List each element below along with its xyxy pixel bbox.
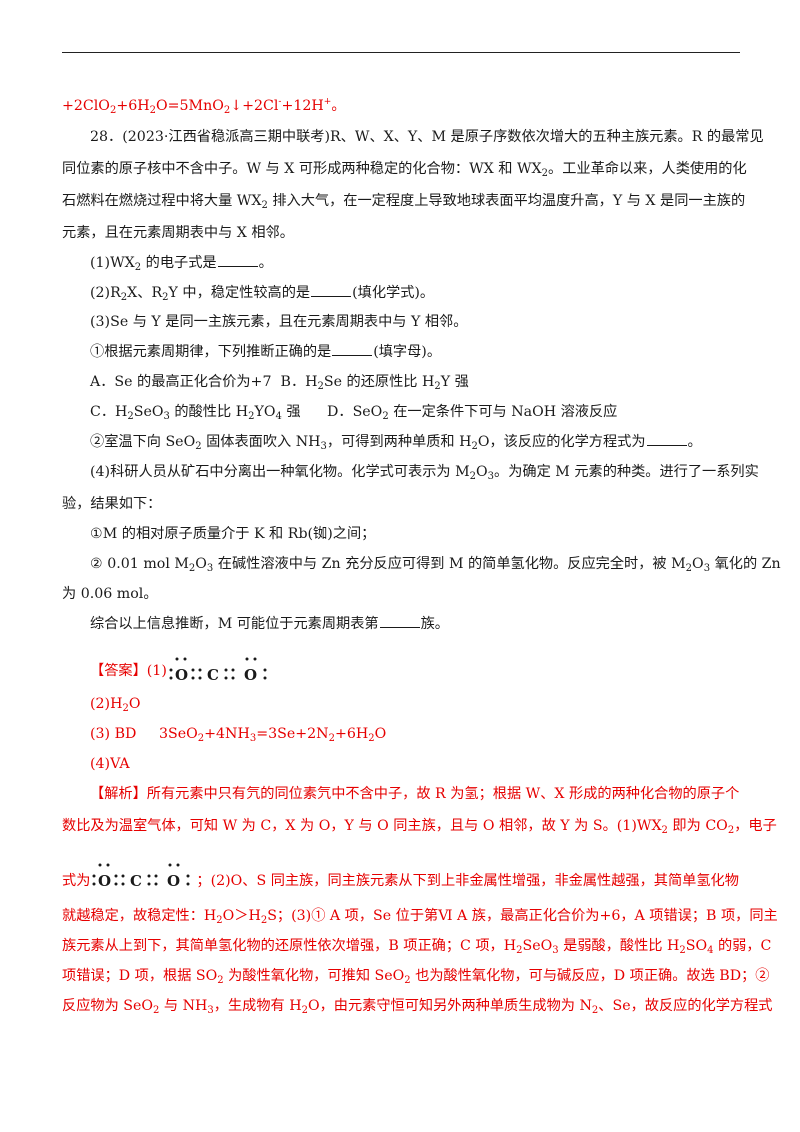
analysis-line-1: 【解析】所有元素中只有氕的同位素氕中不含中子，故 R 为氢；根据 W、X 形成的… <box>90 786 740 802</box>
lewis-atom-o-left: O <box>98 872 111 890</box>
answer-4: (4)VA <box>90 756 130 772</box>
answer-1: 【答案】(1) O C O <box>90 654 740 688</box>
co2-lewis-svg-inline: O C O <box>92 863 190 890</box>
analysis-line-4: 就越稳定，故稳定性：H2O＞H2S；(3)① A 项，Se 位于第Ⅵ A 族，最… <box>62 908 778 926</box>
analysis-label: 【解析】 <box>90 786 147 802</box>
answer-blank <box>311 284 352 297</box>
analysis-line-7: 反应物为 SeO2 与 NH3，生成物有 H2O，由元素守恒可知另外两种单质生成… <box>62 998 773 1016</box>
question-part-3: (3)Se 与 Y 是同一主族元素，且在元素周期表中与 Y 相邻。 <box>90 314 468 330</box>
question-part-1: (1)WX2 的电子式是。 <box>90 254 273 273</box>
question-part-4-line-2: 验，结果如下： <box>62 496 162 512</box>
option-b: B．H2Se 的还原性比 H2Y 强 <box>280 374 469 392</box>
lewis-atom-o-left: O <box>175 666 188 684</box>
question-stem-line-1: 28．(2023·江西省稳派高三期中联考)R、W、X、Y、M 是原子序数依次增大… <box>90 129 764 145</box>
option-c: C．H2SeO3 的酸性比 H2YO4 强 <box>90 404 301 422</box>
lewis-atom-o-right: O <box>244 666 257 684</box>
prev-answer-fragment: +2ClO2+6H2O=5MnO2↓+2Cl-+12H+。 <box>62 97 346 116</box>
lewis-atom-c: C <box>130 872 142 890</box>
answer-blank <box>646 433 687 446</box>
answer-label: 【答案】 <box>90 663 147 679</box>
options-cd: C．H2SeO3 的酸性比 H2YO4 强 D．SeO2 在一定条件下可与 NaO… <box>90 402 740 422</box>
answer-blank <box>379 615 420 628</box>
answer-blank <box>217 254 258 267</box>
analysis-line-6: 项错误；D 项，根据 SO2 为酸性氧化物，可推知 SeO2 也为酸性氧化物，可… <box>62 968 770 986</box>
question-part-4: (4)科研人员从矿石中分离出一种氧化物。化学式可表示为 M2O3。为确定 M 元… <box>90 464 759 482</box>
result-2-line-2: 为 0.06 mol。 <box>62 586 158 602</box>
analysis-line-5: 族元素从上到下，其简单氢化物的还原性依次增强，B 项正确；C 项，H2SeO3 … <box>62 938 772 956</box>
answer-blank <box>332 343 373 356</box>
analysis-line-3: 式为 O C O ；(2)O、S 同主族，同主族元素从下到上非金属性增强，非金属… <box>62 860 742 894</box>
co2-lewis-structure: O C O <box>167 654 273 688</box>
lewis-dots <box>169 657 267 680</box>
question-stem-line-2: 同位素的原子核中不含中子。W 与 X 可形成两种稳定的化合物：WX 和 WX2。… <box>62 161 747 179</box>
options-ab: A．Se 的最高正化合价为+7 B．H2Se 的还原性比 H2Y 强 <box>90 372 740 392</box>
question-part-3-1: ①根据元素周期律，下列推断正确的是(填字母)。 <box>90 343 442 360</box>
co2-lewis-structure-inline: O C O <box>90 860 196 894</box>
answer-3: (3) BD 3SeO2+4NH3=3Se+2N2+6H2O <box>90 726 387 744</box>
analysis-line-2: 数比及为温室气体，可知 W 为 C，X 为 O，Y 与 O 同主族，且与 O 相… <box>62 818 777 836</box>
question-part-3-2: ②室温下向 SeO2 固体表面吹入 NH3，可得到两种单质和 H2O，该反应的化… <box>90 433 702 452</box>
result-1: ①M 的相对原子质量介于 K 和 Rb(铷)之间； <box>90 526 376 542</box>
question-stem-line-4: 元素，且在元素周期表中与 X 相邻。 <box>62 225 294 241</box>
conclusion: 综合以上信息推断，M 可能位于元素周期表第族。 <box>90 615 449 632</box>
header-rule <box>62 52 740 53</box>
option-a: A．Se 的最高正化合价为+7 <box>90 374 272 390</box>
lewis-atom-c: C <box>207 666 219 684</box>
lewis-dots-inline <box>92 863 190 886</box>
answer-2: (2)H2O <box>90 696 141 714</box>
option-d: D．SeO2 在一定条件下可与 NaOH 溶液反应 <box>327 404 618 422</box>
question-part-2: (2)R2X、R2Y 中，稳定性较高的是(填化学式)。 <box>90 284 435 303</box>
co2-lewis-svg: O C O <box>169 657 267 684</box>
question-stem-line-3: 石燃料在燃烧过程中将大量 WX2 排入大气，在一定程度上导致地球表面平均温度升高… <box>62 193 746 211</box>
result-2: ② 0.01 mol M2O3 在碱性溶液中与 Zn 充分反应可得到 M 的简单… <box>90 556 781 574</box>
lewis-atom-o-right: O <box>167 872 180 890</box>
